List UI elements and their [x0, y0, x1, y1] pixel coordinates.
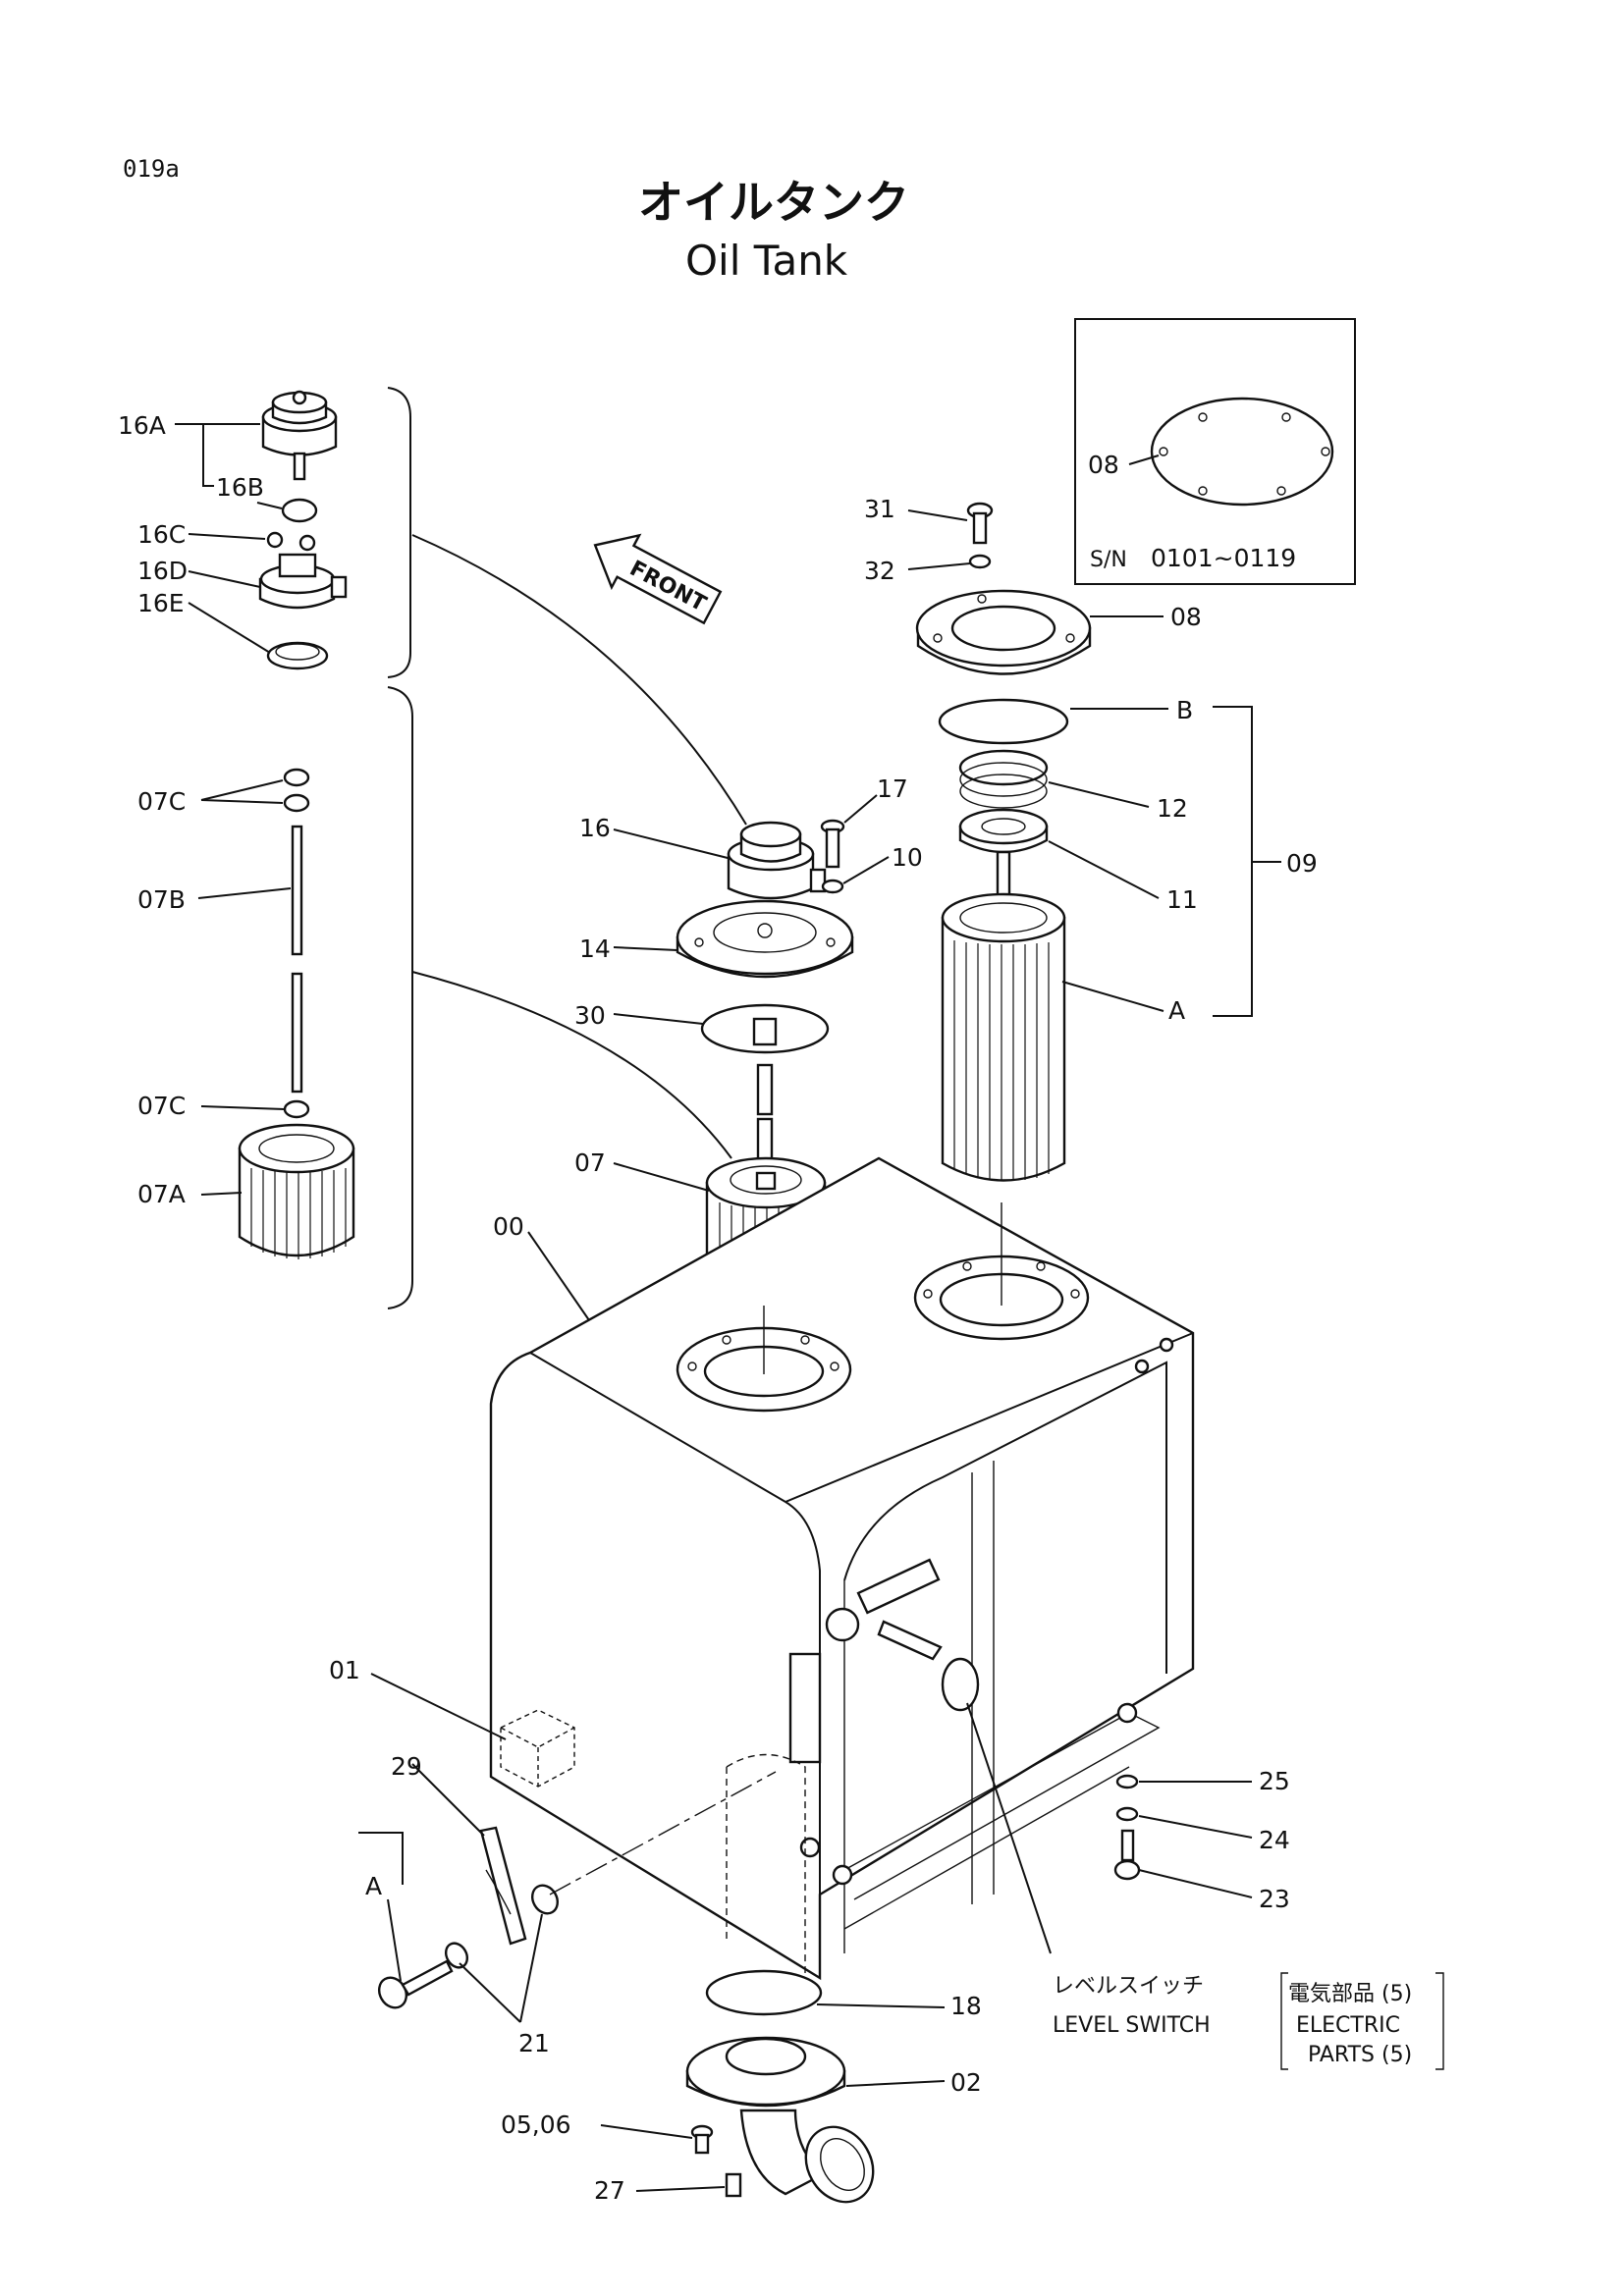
part-21-fittings [444, 1884, 560, 1969]
bracket-lower [387, 686, 413, 1309]
part-16D-body [258, 553, 348, 610]
label-25: 25 [1259, 1767, 1290, 1795]
level-switch-en: LEVEL SWITCH [1053, 2013, 1211, 2038]
part-A-filter-element [941, 892, 1066, 1182]
electric-ref-jp: 電気部品 (5) [1288, 1982, 1412, 2006]
label-32: 32 [864, 557, 895, 585]
label-18: 18 [950, 1992, 982, 2020]
label-07C-bottom: 07C [137, 1092, 186, 1120]
part-16B-oring [281, 498, 318, 523]
label-10: 10 [892, 843, 923, 872]
part-11-valve [958, 808, 1049, 917]
part-27-plug [725, 2172, 742, 2198]
part-17-bolt [820, 819, 845, 869]
label-B: B [1176, 696, 1193, 724]
part-16A-cap [261, 390, 338, 481]
label-12: 12 [1157, 794, 1188, 823]
label-23: 23 [1259, 1885, 1290, 1913]
part-01-block [500, 1709, 575, 1788]
label-01: 01 [329, 1656, 360, 1684]
label-16D: 16D [137, 557, 188, 585]
label-07C-top: 07C [137, 787, 186, 816]
hidden-outlet [726, 1753, 806, 1973]
part-08-cover [915, 589, 1092, 675]
part-02-outlet-elbow [685, 2036, 875, 2204]
title-japanese: オイルタンク [638, 176, 909, 229]
inset-part-08: 08 [1088, 451, 1119, 479]
label-00: 00 [493, 1212, 524, 1241]
title-english: Oil Tank [685, 237, 848, 285]
label-08: 08 [1170, 603, 1202, 631]
axis-line-left [549, 1771, 777, 1896]
label-17: 17 [877, 774, 908, 803]
part-12-spring [958, 749, 1049, 809]
front-arrow: FRONT [593, 533, 723, 625]
part-29-clamp [479, 1826, 527, 1946]
leader-lines [175, 423, 1253, 2192]
page-id: 019a [123, 155, 180, 183]
part-14-flange [676, 899, 854, 979]
part-07A-strainer [238, 1123, 355, 1259]
label-07: 07 [574, 1148, 606, 1177]
label-29: 29 [391, 1752, 422, 1781]
label-16B: 16B [216, 473, 264, 502]
label-16C: 16C [137, 520, 186, 549]
part-07C-nut-bottom [283, 1099, 310, 1119]
part-05-06-bolt [690, 2124, 714, 2155]
label-09: 09 [1286, 849, 1318, 878]
part-00-tank [489, 1156, 1195, 1981]
label-02: 02 [950, 2068, 982, 2097]
part-10-washer [821, 879, 844, 894]
label-11: 11 [1166, 885, 1198, 914]
electric-ref-en-2: PARTS (5) [1308, 2043, 1412, 2067]
part-31-bolt [966, 502, 994, 545]
part-07C-nuts-top [283, 768, 310, 813]
label-07B: 07B [137, 885, 186, 914]
label-16A: 16A [118, 411, 166, 440]
inset-serial-prefix: S/N [1090, 548, 1127, 572]
label-31: 31 [864, 495, 895, 523]
part-25-washer [1115, 1774, 1139, 1789]
part-24-washer [1115, 1806, 1139, 1822]
electric-ref-bracket [1280, 1972, 1444, 2070]
electric-ref-en-1: ELECTRIC [1296, 2013, 1400, 2038]
label-05-06: 05,06 [501, 2110, 571, 2139]
part-16C-screws [266, 531, 316, 552]
part-32-washer [968, 554, 992, 569]
part-07B-rod [291, 825, 303, 1094]
bracket-09 [1213, 706, 1281, 1017]
label-07A: 07A [137, 1180, 186, 1208]
label-30: 30 [574, 1001, 606, 1030]
bracket-upper [387, 387, 411, 678]
part-23-bolt [1113, 1829, 1141, 1881]
level-switch-jp: レベルスイッチ [1053, 1974, 1204, 1999]
part-18-oring [705, 1969, 823, 2016]
link-curve-07 [411, 971, 732, 1159]
label-16E: 16E [137, 589, 185, 617]
label-14: 14 [579, 934, 611, 963]
label-21: 21 [518, 2029, 550, 2057]
label-A-left: A [365, 1872, 382, 1900]
link-curve-16 [411, 534, 747, 826]
label-A-right: A [1168, 996, 1185, 1025]
part-16-breather [727, 821, 827, 900]
label-24: 24 [1259, 1826, 1290, 1854]
part-A-bolt-left [377, 1959, 454, 2009]
part-B-oring [938, 698, 1069, 745]
inset-serial-range: 0101~0119 [1151, 544, 1296, 572]
label-27: 27 [594, 2176, 625, 2205]
label-16: 16 [579, 814, 611, 842]
tank-port-right [913, 1255, 1090, 1341]
part-16E-ring [266, 641, 329, 670]
inset-serial-box: 08 S/N 0101~0119 [1074, 318, 1356, 585]
